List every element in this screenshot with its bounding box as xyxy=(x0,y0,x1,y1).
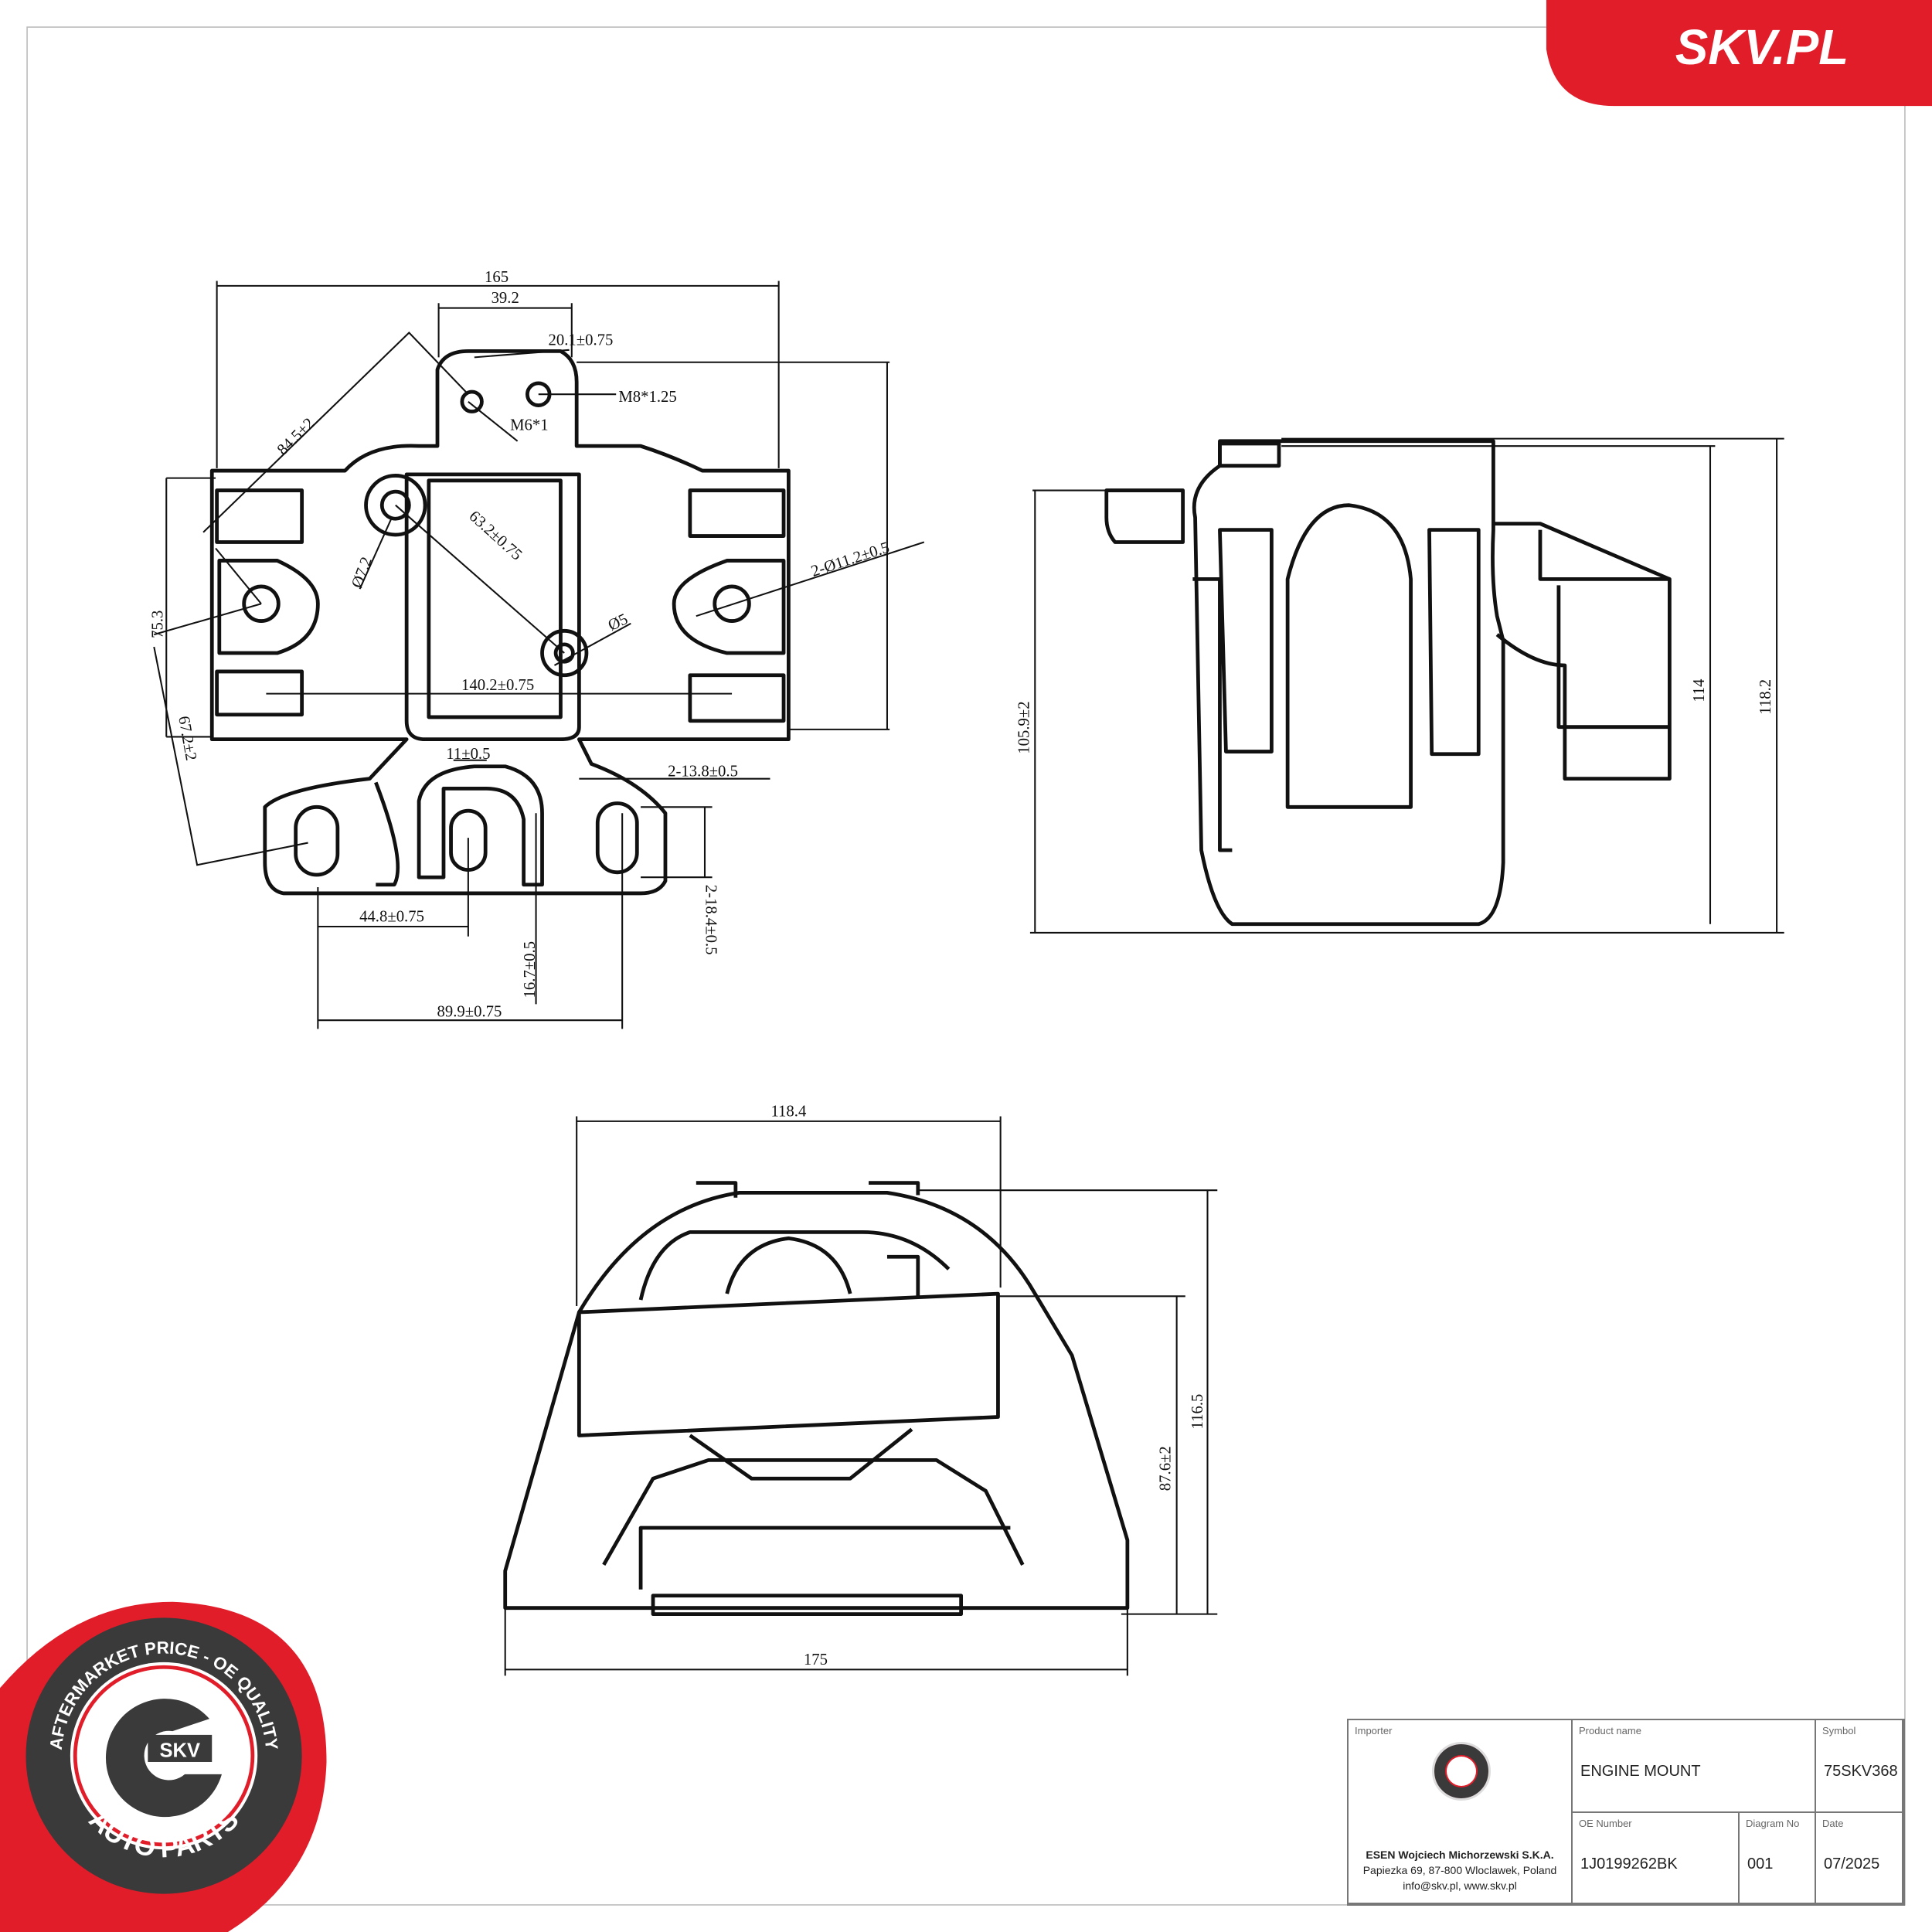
symbol-label: Symbol xyxy=(1822,1725,1856,1736)
dim-44-8: 44.8±0.75 xyxy=(359,909,424,926)
dim-20-1: 20.1±0.75 xyxy=(549,332,614,349)
diagram-no-label: Diagram No xyxy=(1746,1818,1800,1829)
importer-contact: info@skv.pl, www.skv.pl xyxy=(1403,1879,1517,1892)
dim-84-5: 84.5±2 xyxy=(274,415,318,459)
dim-118-2: 118.2 xyxy=(1757,679,1774,715)
front-view-part xyxy=(503,1181,1130,1617)
dim-16-7: 16.7±0.5 xyxy=(522,941,539,998)
title-block: Importer ESEN Wojciech Michorzewski S.K.… xyxy=(1347,1719,1905,1906)
dim-11-2: 2-Ø11.2±0.5 xyxy=(809,539,892,580)
dim-140-2: 140.2±0.75 xyxy=(461,677,534,694)
product-name-label: Product name xyxy=(1579,1725,1641,1736)
side-view-dimensions: 105.9±2 114 118.2 xyxy=(1015,437,1784,934)
dim-39-2: 39.2 xyxy=(492,290,519,307)
skv-badge: SKV AFTERMARKET PRICE - OE QUALITY AUTO … xyxy=(0,1601,327,1932)
dim-13-8: 2-13.8±0.5 xyxy=(668,763,738,780)
top-view-dimensions: 165 39.2 20.1±0.75 M8*1.25 M6*1 84.5±2 7… xyxy=(149,269,925,1029)
dim-118-4: 118.4 xyxy=(770,1104,806,1121)
dim-87-6: 87.6±2 xyxy=(1158,1446,1175,1491)
dim-75-3: 75.3 xyxy=(149,611,166,638)
dim-63-2: 63.2±0.75 xyxy=(466,508,526,563)
dim-114: 114 xyxy=(1691,679,1708,702)
symbol-cell: Symbol 75SKV368 xyxy=(1816,1720,1903,1813)
date-label: Date xyxy=(1822,1818,1844,1829)
svg-text:SKV.PL: SKV.PL xyxy=(1675,19,1849,75)
oe-number-label: OE Number xyxy=(1579,1818,1632,1829)
date-cell: Date 07/2025 xyxy=(1816,1813,1903,1904)
dim-67-2: 67.2±2 xyxy=(175,715,199,762)
badge-center-text: SKV xyxy=(160,1740,200,1762)
top-view-part xyxy=(209,349,791,896)
side-view-part xyxy=(1104,439,1672,927)
symbol-value: 75SKV368 xyxy=(1824,1763,1898,1780)
dim-18-4: 2-18.4±0.5 xyxy=(702,885,719,955)
dim-7-2: Ø7.2 xyxy=(349,555,376,590)
diagram-no-value: 001 xyxy=(1747,1855,1774,1872)
importer-name: ESEN Wojciech Michorzewski S.K.A. xyxy=(1366,1849,1554,1861)
date-value: 07/2025 xyxy=(1824,1855,1880,1872)
dim-11: 11±0.5 xyxy=(446,746,490,763)
label-m8: M8*1.25 xyxy=(618,389,676,406)
dim-175: 175 xyxy=(804,1651,828,1668)
product-name-cell: Product name ENGINE MOUNT xyxy=(1573,1720,1816,1813)
oe-number-cell: OE Number 1J0199262BK xyxy=(1573,1813,1740,1904)
dim-116-5: 116.5 xyxy=(1189,1394,1206,1430)
label-m6: M6*1 xyxy=(510,417,549,434)
front-view-dimensions: 118.4 87.6±2 116.5 175 xyxy=(504,1104,1218,1676)
importer-logo xyxy=(1432,1742,1491,1801)
dim-165: 165 xyxy=(485,269,509,286)
diagram-no-cell: Diagram No 001 xyxy=(1740,1813,1816,1904)
dim-5: Ø5 xyxy=(606,611,631,634)
importer-cell: Importer ESEN Wojciech Michorzewski S.K.… xyxy=(1349,1720,1573,1904)
dim-89-9: 89.9±0.75 xyxy=(437,1003,502,1020)
dim-105-9: 105.9±2 xyxy=(1015,701,1032,753)
skv-logo: SKV.PL xyxy=(1546,0,1932,107)
drawing-frame xyxy=(26,26,1906,1906)
product-name: ENGINE MOUNT xyxy=(1580,1763,1701,1780)
importer-label: Importer xyxy=(1355,1725,1393,1736)
oe-number-value: 1J0199262BK xyxy=(1580,1855,1678,1872)
importer-address: Papiezka 69, 87-800 Wloclawek, Poland xyxy=(1362,1864,1557,1876)
